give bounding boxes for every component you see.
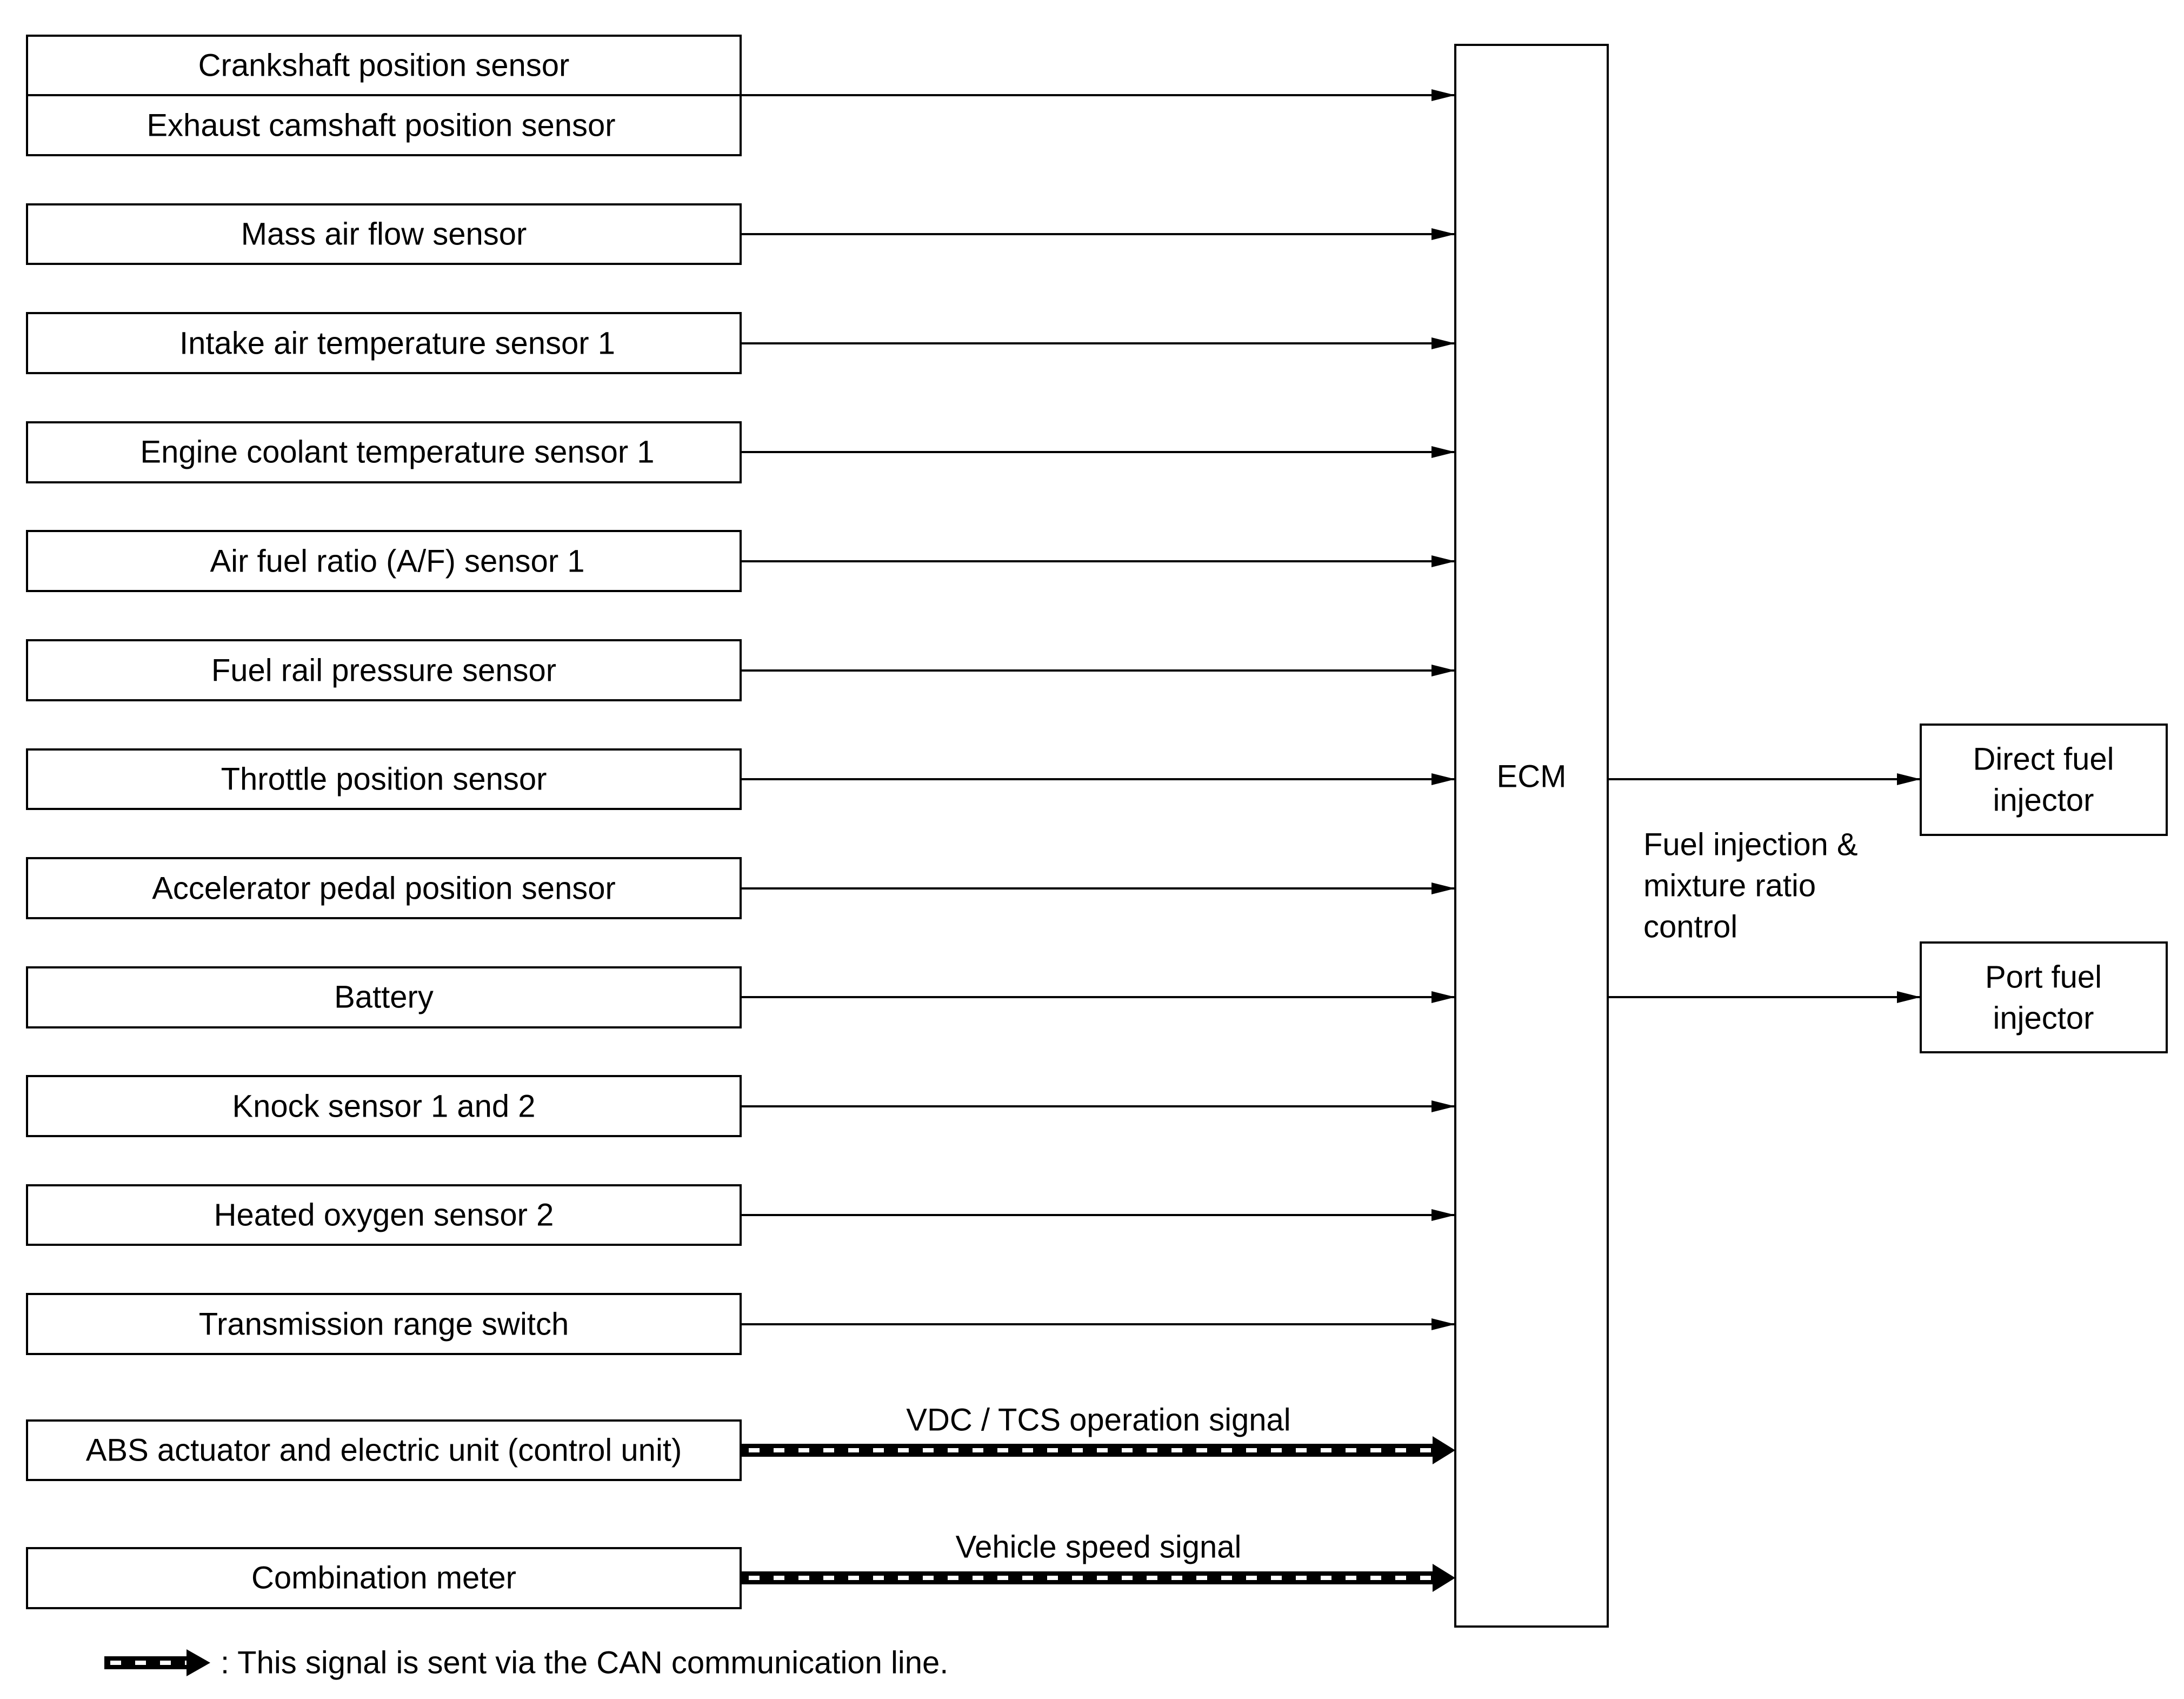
input-label-crankshaft-position-sensor: Crankshaft position sensor [198, 48, 570, 83]
input-box-frp: Fuel rail pressure sensor [26, 639, 742, 701]
output-label-port-line-2: injector [1993, 1001, 2094, 1036]
input-label-fuel-rail-pressure-sensor: Fuel rail pressure sensor [211, 653, 556, 688]
input-label-throttle-position-sensor: Throttle position sensor [221, 762, 547, 797]
input-label-battery: Battery [334, 980, 434, 1015]
control-label-line-2: mixture ratio [1643, 868, 1816, 904]
control-label-line-3: control [1643, 910, 1737, 945]
input-box-trs: Transmission range switch [26, 1293, 742, 1355]
input-label-heated-oxygen-sensor: Heated oxygen sensor 2 [214, 1198, 554, 1233]
can-legend-text: : This signal is sent via the CAN commun… [221, 1645, 948, 1681]
input-box-meter: Combination meter [26, 1547, 742, 1609]
can-legend-arrow-icon [104, 1649, 210, 1676]
can-signal-arrow-vdc-tcs [742, 1436, 1455, 1464]
input-label-combination-meter: Combination meter [251, 1561, 516, 1596]
can-legend: : This signal is sent via the CAN commun… [104, 1645, 948, 1681]
input-box-maf: Mass air flow sensor [26, 203, 742, 265]
input-label-intake-air-temperature-sensor: Intake air temperature sensor 1 [179, 326, 615, 361]
input-label-engine-coolant-temperature-sensor: Engine coolant temperature sensor 1 [140, 435, 654, 470]
control-label-line-1: Fuel injection & [1643, 827, 1858, 862]
input-label-exhaust-camshaft-position-sensor: Exhaust camshaft position sensor [147, 108, 615, 143]
control-label: Fuel injection & mixture ratio control [1643, 827, 1858, 945]
can-signal-arrow-vehicle-speed [742, 1564, 1455, 1592]
input-label-air-fuel-ratio-sensor: Air fuel ratio (A/F) sensor 1 [210, 544, 585, 579]
input-box-ho2s: Heated oxygen sensor 2 [26, 1184, 742, 1246]
input-box-tps: Throttle position sensor [26, 748, 742, 810]
input-label-abs-actuator: ABS actuator and electric unit (control … [86, 1433, 682, 1468]
input-box-knock: Knock sensor 1 and 2 [26, 1075, 742, 1137]
input-box-abs: ABS actuator and electric unit (control … [26, 1419, 742, 1481]
input-box-ect: Engine coolant temperature sensor 1 [26, 421, 742, 483]
can-signal-label-vdc-tcs: VDC / TCS operation signal [906, 1403, 1290, 1438]
output-label-direct-line-2: injector [1993, 783, 2094, 818]
ecm-label: ECM [1497, 759, 1567, 794]
input-label-knock-sensor: Knock sensor 1 and 2 [232, 1089, 535, 1124]
output-label-direct-line-1: Direct fuel [1973, 742, 2114, 777]
output-box-direct-injector: Direct fuel injector [1920, 724, 2168, 836]
input-box-apps: Accelerator pedal position sensor [26, 857, 742, 919]
input-box-crank-cam: Crankshaft position sensor Exhaust camsh… [26, 35, 742, 156]
output-box-port-injector: Port fuel injector [1920, 941, 2168, 1053]
output-label-port-line-1: Port fuel [1985, 960, 2102, 995]
input-label-transmission-range-switch: Transmission range switch [199, 1307, 569, 1342]
input-box-af: Air fuel ratio (A/F) sensor 1 [26, 530, 742, 592]
input-label-mass-air-flow-sensor: Mass air flow sensor [241, 217, 527, 252]
input-box-iat: Intake air temperature sensor 1 [26, 312, 742, 374]
input-label-accelerator-pedal-position-sensor: Accelerator pedal position sensor [152, 871, 616, 906]
ecm-box: ECM [1454, 44, 1609, 1628]
input-box-battery: Battery [26, 966, 742, 1028]
can-signal-label-vehicle-speed: Vehicle speed signal [956, 1530, 1242, 1565]
